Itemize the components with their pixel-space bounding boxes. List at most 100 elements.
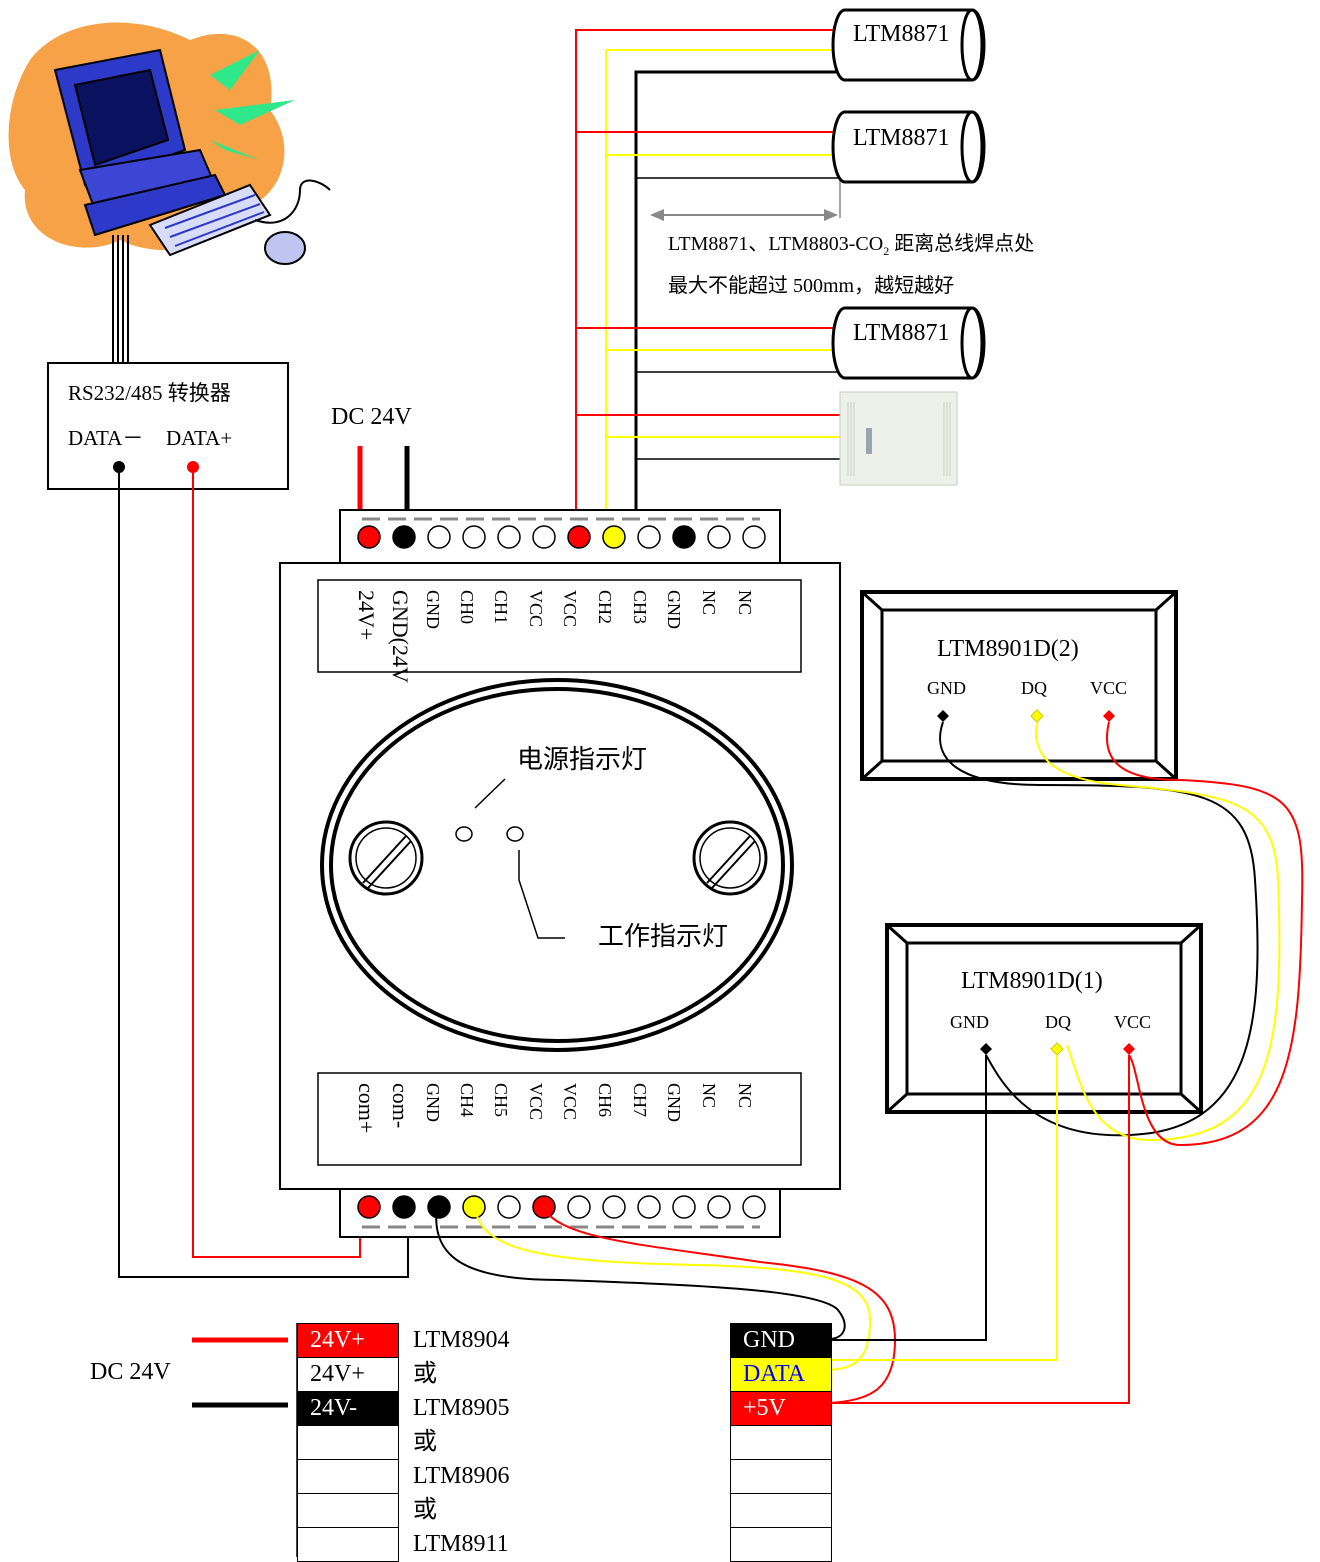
top-pin-label-1: 24V+ [354, 590, 379, 641]
work-led-label: 工作指示灯 [598, 922, 729, 951]
probe-ltm8901d-1 [885, 923, 1203, 1114]
bottom-pin-label-6: VCC [526, 1083, 546, 1121]
top-terminal-screw-6 [532, 525, 556, 549]
bottom-pin-label-12: NC [735, 1083, 755, 1109]
bottom-terminal-screw-3 [427, 1195, 451, 1219]
bottom-pin-label-9: CH7 [630, 1083, 650, 1118]
top-pin-label-11: NC [699, 590, 719, 616]
power-right-cell: DATA [730, 1357, 832, 1392]
power-model-text: 或 [413, 1429, 437, 1455]
power-right-cell [730, 1527, 832, 1562]
bottom-terminal-screw-7 [567, 1195, 591, 1219]
probe2-gnd-label: GND [927, 678, 966, 698]
converter-box [47, 362, 289, 490]
bottom-pin-label-5: CH5 [491, 1083, 511, 1118]
dc-24v-bottom-label: DC 24V [90, 1359, 171, 1385]
top-terminal-screw-4 [462, 525, 486, 549]
sensor-ltm8871-3 [831, 306, 986, 380]
probe1-name: LTM8901D(1) [961, 968, 1103, 994]
top-pin-label-12: NC [735, 590, 755, 616]
top-terminal-screw-3 [427, 525, 451, 549]
probe-ltm8901d-2 [860, 590, 1178, 781]
bottom-pin-label-8: CH6 [595, 1083, 615, 1118]
converter-title: RS232/485 转换器 [68, 381, 231, 405]
bottom-pin-label-3: GND [423, 1083, 443, 1122]
power-left-cell [297, 1493, 399, 1528]
probe2-dq-label: DQ [1021, 678, 1047, 698]
sensor-label-1: LTM8871 [853, 21, 950, 47]
power-model-text: LTM8905 [413, 1395, 510, 1421]
power-left-cell: 24V+ [297, 1357, 399, 1392]
bottom-pin-label-7: VCC [560, 1083, 580, 1121]
bottom-terminal-screw-4 [462, 1195, 486, 1219]
top-pin-label-6: VCC [526, 590, 546, 628]
converter-data-plus-label: DATA+ [166, 426, 233, 450]
distance-note-line2: 最大不能超过 500mm，越短越好 [668, 275, 955, 297]
power-right-cell [730, 1459, 832, 1494]
top-pin-label-3: GND [423, 590, 443, 629]
power-right-cell [730, 1425, 832, 1460]
probe1-vcc-label: VCC [1114, 1012, 1152, 1032]
top-terminal-screw-11 [707, 525, 731, 549]
screw-left-icon [348, 820, 424, 896]
power-model-text: LTM8904 [413, 1327, 510, 1353]
top-terminal-screw-9 [637, 525, 661, 549]
top-label-strip [317, 579, 802, 673]
distance-arrow [650, 209, 838, 221]
bottom-terminal-screw-11 [707, 1195, 731, 1219]
top-pin-label-4: CH0 [457, 590, 477, 625]
top-pin-label-7: VCC [560, 590, 580, 628]
bottom-pin-label-10: GND [664, 1083, 684, 1122]
sensor-ltm8871-2 [831, 110, 986, 184]
top-terminal-screw-7 [567, 525, 591, 549]
bottom-terminal-screw-10 [672, 1195, 696, 1219]
top-terminal-screw-10 [672, 525, 696, 549]
power-model-text: LTM8906 [413, 1463, 510, 1489]
work-led-icon [506, 826, 524, 842]
power-left-cell [297, 1459, 399, 1494]
power-right-cell [730, 1493, 832, 1528]
probe1-gnd-label: GND [950, 1012, 989, 1032]
distance-note-line1: LTM8871、LTM8803-CO2 距离总线焊点处 [668, 233, 1035, 258]
power-right-cell: GND [730, 1323, 832, 1358]
bottom-terminal-screw-5 [497, 1195, 521, 1219]
top-pin-label-9: CH3 [630, 590, 650, 625]
bottom-label-strip [317, 1072, 802, 1166]
bottom-pin-label-11: NC [699, 1083, 719, 1109]
bottom-pin-label-1: com+ [354, 1083, 379, 1134]
power-model-text: LTM8911 [413, 1531, 509, 1557]
power-left-cell [297, 1425, 399, 1460]
top-pin-label-10: GND [664, 590, 684, 629]
screw-right-icon [692, 820, 768, 896]
bottom-terminal-screw-9 [637, 1195, 661, 1219]
bottom-terminal-screw-8 [602, 1195, 626, 1219]
computer-icon [8, 22, 331, 265]
probe1-dq-label: DQ [1045, 1012, 1071, 1032]
co2-sensor-image [839, 391, 958, 486]
power-led-icon [455, 826, 473, 842]
bottom-terminal-screw-2 [392, 1195, 416, 1219]
power-left-cell: 24V+ [297, 1323, 399, 1358]
top-pin-label-8: CH2 [595, 590, 615, 625]
bottom-pin-label-4: CH4 [457, 1083, 477, 1118]
power-led-label: 电源指示灯 [517, 745, 648, 774]
dc-24v-top-label: DC 24V [331, 404, 412, 430]
module-window [320, 678, 794, 1052]
converter-data-minus-label: DATA－ [68, 426, 144, 450]
sensor-label-3: LTM8871 [853, 320, 950, 346]
sensor-label-2: LTM8871 [853, 125, 950, 151]
probe2-vcc-label: VCC [1090, 678, 1128, 698]
top-pin-label-2: GND(24V [388, 590, 413, 683]
bottom-terminal-screw-12 [742, 1195, 766, 1219]
bottom-pin-label-2: com- [388, 1083, 413, 1129]
sensor-ltm8871-1 [831, 8, 986, 82]
probe2-name: LTM8901D(2) [937, 636, 1079, 662]
power-model-text: 或 [413, 1497, 437, 1523]
power-left-cell: 24V- [297, 1391, 399, 1426]
top-terminal-screw-5 [497, 525, 521, 549]
top-terminal-screw-1 [357, 525, 381, 549]
power-model-text: 或 [413, 1361, 437, 1387]
top-pin-label-5: CH1 [491, 590, 511, 625]
power-left-cell [297, 1527, 399, 1562]
